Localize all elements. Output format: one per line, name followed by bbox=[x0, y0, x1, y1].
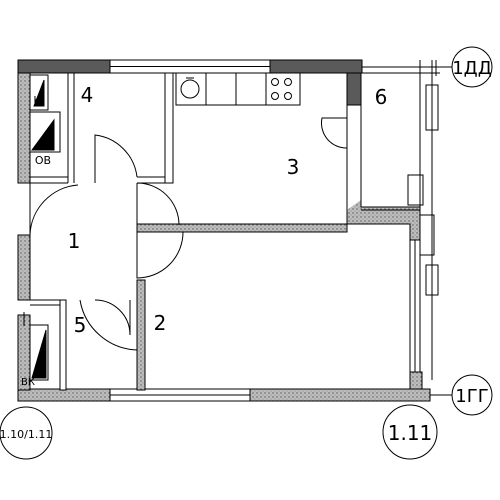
room-label-5: 5 bbox=[74, 313, 87, 337]
door-2b bbox=[79, 280, 138, 351]
right-wall-column bbox=[409, 371, 423, 390]
shaft-label-ov: ОВ bbox=[35, 154, 51, 167]
wall-5-right bbox=[59, 299, 67, 391]
bottom-wall-left bbox=[17, 388, 111, 402]
unit-id-neighbor: 1.10/1.11 bbox=[0, 406, 53, 460]
balcony-partition bbox=[346, 60, 440, 380]
room-label-3: 3 bbox=[287, 155, 300, 179]
entry-door bbox=[29, 183, 79, 236]
balcony-door bbox=[321, 117, 348, 149]
axis-label-1gg: 1ГГ bbox=[455, 386, 488, 407]
bottom-wall-right bbox=[249, 388, 431, 402]
unit-id-main: 1.11 bbox=[382, 404, 438, 460]
axis-marker-1dd: 1ДД bbox=[362, 46, 493, 88]
room-label-1: 1 bbox=[68, 229, 81, 253]
room-label-4: 4 bbox=[81, 83, 94, 107]
sink-icon bbox=[180, 79, 200, 99]
room-label-2: 2 bbox=[154, 311, 167, 335]
room-label-6: 6 bbox=[375, 85, 388, 109]
left-wall-top bbox=[17, 72, 31, 184]
shafts bbox=[23, 74, 61, 381]
stove-icon bbox=[271, 78, 292, 100]
door-5 bbox=[94, 299, 131, 336]
door-3 bbox=[136, 182, 180, 232]
top-wall-left bbox=[17, 59, 111, 74]
door-4 bbox=[94, 134, 138, 183]
kitchen-counter bbox=[175, 72, 301, 106]
shaft-label-k: К bbox=[33, 95, 40, 106]
left-wall-mid bbox=[17, 234, 31, 301]
interior-walls bbox=[30, 72, 348, 391]
shaft-label-vk: ВК bbox=[21, 377, 35, 388]
unit-id-neighbor-label: 1.10/1.11 bbox=[0, 428, 52, 441]
unit-id-main-label: 1.11 bbox=[388, 421, 433, 445]
axis-label-1dd: 1ДД bbox=[452, 58, 492, 79]
wall-3-2 bbox=[136, 223, 348, 233]
axis-marker-1gg: 1ГГ bbox=[430, 374, 493, 416]
doors bbox=[29, 117, 348, 351]
top-wall-right bbox=[269, 59, 363, 74]
wall-1-2 bbox=[136, 279, 146, 391]
balcony-column bbox=[346, 72, 362, 106]
wall-4-right bbox=[164, 72, 174, 184]
door-2 bbox=[136, 231, 184, 279]
